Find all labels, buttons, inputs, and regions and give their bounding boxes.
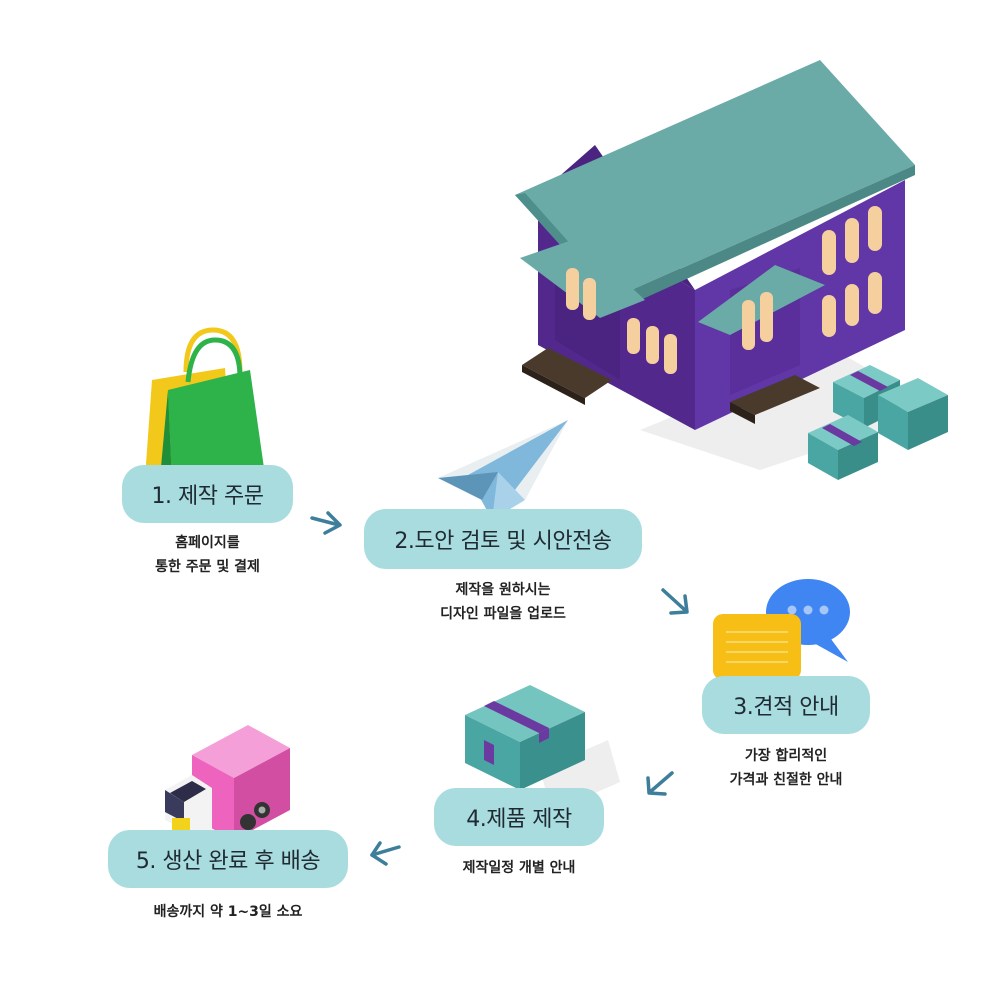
shopping-bag-icon [145,327,265,482]
step-2-label: 2.도안 검토 및 시안전송 [364,509,642,569]
step-right-front [730,402,755,424]
step-right [730,375,820,415]
step-3-desc-line-2: 가격과 친절한 안내 [729,772,843,788]
stacked-boxes [808,365,948,480]
windows [566,206,882,374]
arrow-step3-to-step4 [646,771,674,796]
step-2-desc-line-1: 제작을 원하시는 [455,582,551,598]
step-5-desc-line-1: 배송까지 약 1~3일 소요 [153,904,303,920]
step-1-description: 홈페이지를 통한 주문 및 결제 [122,531,293,579]
step-1-desc-line-2: 통한 주문 및 결제 [155,559,260,575]
arrow-step1-to-step2 [310,511,342,535]
step-left-front [522,365,585,405]
step-4-desc-line-1: 제작일정 개별 안내 [462,860,576,876]
delivery-truck-icon [165,725,290,846]
step-4-description: 제작일정 개별 안내 [424,856,614,880]
step-1-label: 1. 제작 주문 [122,465,293,523]
step-5-label: 5. 생산 완료 후 배송 [108,830,348,888]
chat-bubble-icon [713,579,850,697]
step-3-description: 가장 합리적인 가격과 친절한 안내 [692,744,880,792]
arrow-step4-to-step5 [370,841,401,866]
roof-front-edge [610,165,915,312]
house-illustration [515,60,948,480]
roof-top [515,60,915,300]
step-2-description: 제작을 원하시는 디자인 파일을 업로드 [364,578,642,626]
step-left [522,348,612,398]
step-5-description: 배송까지 약 1~3일 소요 [108,900,348,924]
arrow-step2-to-step3 [661,588,689,615]
step-2-desc-line-2: 디자인 파일을 업로드 [440,606,566,622]
step-1-desc-line-1: 홈페이지를 [175,535,240,551]
step-4-label: 4.제품 제작 [434,788,604,846]
step-3-label: 3.견적 안내 [702,676,870,734]
porch-left-roof [520,238,645,318]
step-3-desc-line-1: 가장 합리적인 [744,748,828,764]
paper-plane-icon [438,420,568,520]
